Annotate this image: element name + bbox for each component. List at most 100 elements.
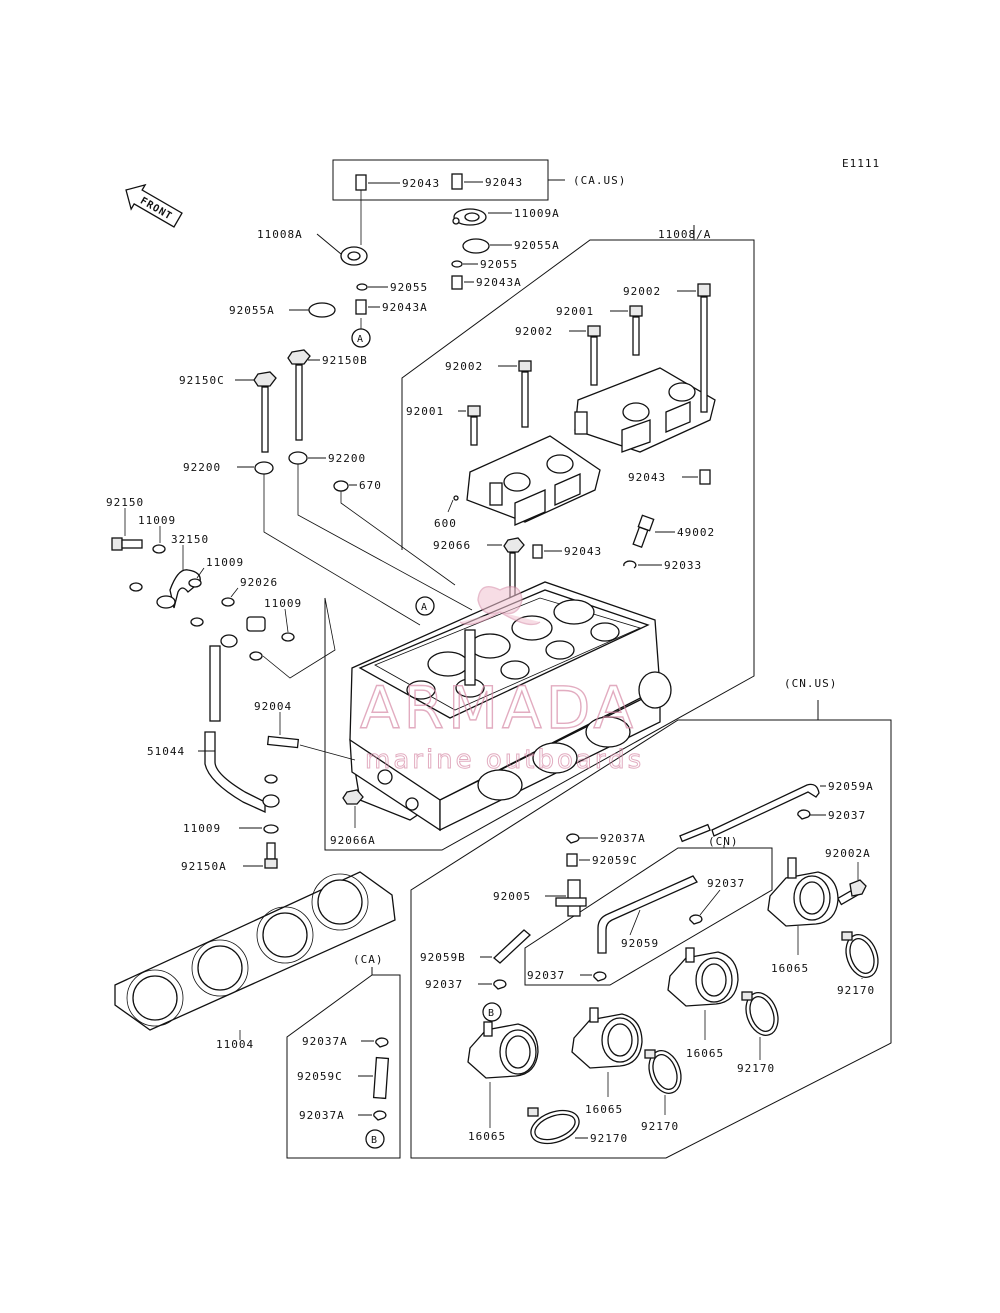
label-92055a-top: 92055A — [514, 239, 560, 252]
clamp-92170-c — [741, 991, 779, 1036]
o-ring-92055-left — [356, 283, 368, 291]
clamp-92170-b — [644, 1049, 682, 1094]
plug-600 — [453, 495, 459, 501]
label-16065-a: 16065 — [468, 1130, 506, 1143]
carb-holder-16065-a — [467, 1021, 539, 1079]
label-92043a-top: 92043A — [476, 276, 522, 289]
group-label-head-set: 11008/A — [658, 228, 711, 241]
bushing-11009 — [246, 616, 266, 632]
label-92033: 92033 — [664, 559, 702, 572]
label-92200-left: 92200 — [183, 461, 221, 474]
group-box-ca-us — [332, 159, 565, 201]
label-92043-mid: 92043 — [564, 545, 602, 558]
label-11009-c: 11009 — [264, 597, 302, 610]
label-92059: 92059 — [621, 937, 659, 950]
label-92043-cam: 92043 — [628, 471, 666, 484]
oil-pipe-32150 — [156, 569, 201, 609]
clip-92037-cn2 — [593, 971, 607, 982]
hose-92059a — [711, 783, 820, 837]
clip-92037-cn — [689, 914, 703, 925]
label-16065-b: 16065 — [585, 1103, 623, 1116]
label-92037a-ca-top: 92037A — [302, 1035, 348, 1048]
label-92026: 92026 — [240, 576, 278, 589]
carb-holder-16065-c — [667, 947, 739, 1007]
clip-92037a-ca-bottom — [373, 1110, 387, 1121]
group-box-cn — [524, 845, 773, 986]
label-11009a-top: 11009A — [514, 207, 560, 220]
stud-92004 — [266, 735, 300, 749]
marker-a-label-top: A — [357, 334, 364, 345]
label-92150b: 92150B — [322, 354, 368, 367]
watermark-brand: ARMADA — [360, 674, 637, 742]
label-92037-left: 92037 — [425, 978, 463, 991]
label-92059b: 92059B — [420, 951, 466, 964]
front-arrow-icon: FRONT — [125, 183, 183, 228]
oil-fitting-11009a — [452, 208, 487, 226]
label-16065-c: 16065 — [686, 1047, 724, 1060]
oil-fitting-11008a — [340, 246, 368, 266]
dowel-pin-92043-right — [451, 173, 463, 190]
marker-b-label-cn: B — [488, 1008, 495, 1019]
group-label-ca: (CA) — [353, 953, 384, 966]
hose-92059 — [597, 875, 698, 954]
label-92004: 92004 — [254, 700, 292, 713]
group-box-cylinder-head — [401, 237, 695, 550]
label-92059a: 92059A — [828, 780, 874, 793]
washer-11009-c — [281, 632, 295, 642]
label-670: 670 — [359, 479, 382, 492]
group-box-ca — [286, 967, 401, 1159]
group-box-cn-us — [410, 700, 892, 1159]
label-92037-right: 92037 — [828, 809, 866, 822]
dowel-pin-92043-left — [355, 174, 367, 191]
clamp-92170-d — [841, 931, 879, 978]
carb-holder-16065-d — [767, 857, 839, 927]
bolt-92002-rear-long — [697, 283, 711, 413]
label-92001-a: 92001 — [556, 305, 594, 318]
label-92002-a: 92002 — [623, 285, 661, 298]
label-92150a: 92150A — [181, 860, 227, 873]
label-92170-c: 92170 — [737, 1062, 775, 1075]
washer-11009-d — [263, 824, 279, 834]
dowel-pin-92043a-top — [451, 275, 463, 290]
label-92037a-ca-bottom: 92037A — [299, 1109, 345, 1122]
washer-92200-left — [254, 461, 274, 475]
washer-92026 — [221, 597, 235, 607]
label-92037a-mid: 92037A — [600, 832, 646, 845]
head-gasket-11004 — [114, 871, 396, 1031]
cylinder-head — [349, 581, 672, 832]
label-92055a-left: 92055A — [229, 304, 275, 317]
diagram-code: E1111 — [842, 157, 880, 170]
label-92002-c: 92002 — [445, 360, 483, 373]
label-16065-d: 16065 — [771, 962, 809, 975]
bolt-92150a — [264, 842, 278, 869]
label-11004: 11004 — [216, 1038, 254, 1051]
group-label-ca-us: (CA.US) — [573, 174, 626, 187]
label-51044: 51044 — [147, 745, 185, 758]
label-92150: 92150 — [106, 496, 144, 509]
bolt-92002-front — [518, 360, 532, 428]
label-11009-d: 11009 — [183, 822, 221, 835]
washer-11009-b — [188, 578, 202, 588]
oil-hose-51044 — [204, 634, 280, 814]
label-11008a: 11008A — [257, 228, 303, 241]
washer-11009-small-low — [249, 651, 263, 661]
label-11009-a: 11009 — [138, 514, 176, 527]
bolt-92150b — [287, 349, 311, 441]
washer-11009-lower-top — [264, 774, 278, 784]
clip-92037-right — [797, 809, 811, 820]
clip-92037a-ca-top — [375, 1037, 389, 1048]
hose-92059c-mid — [566, 853, 578, 867]
label-600: 600 — [434, 517, 457, 530]
washer-92200-right — [288, 451, 308, 465]
hose-short-right — [679, 823, 711, 843]
label-92170-a: 92170 — [590, 1132, 628, 1145]
label-92055-left: 92055 — [390, 281, 428, 294]
label-92066a: 92066A — [330, 834, 376, 847]
dowel-pin-92043-cam — [699, 469, 711, 485]
label-92043-right: 92043 — [485, 176, 523, 189]
hose-92059b — [493, 929, 531, 964]
o-ring-92055a-left — [308, 302, 336, 318]
label-92170-b: 92170 — [641, 1120, 679, 1133]
plug-49002 — [632, 514, 655, 549]
